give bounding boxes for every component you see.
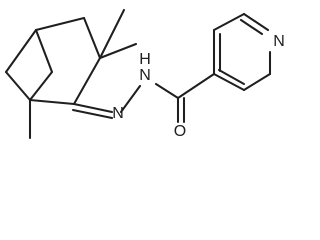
n-n-bond xyxy=(119,84,142,114)
pyridine-bottom-right-bond xyxy=(242,72,272,92)
left-ring-upper-bond xyxy=(4,28,38,74)
atom-labels: N N H O N xyxy=(112,33,285,140)
pyridine-top-right-inner-bond xyxy=(239,18,264,36)
molecule-drawing: N N H O N xyxy=(4,8,285,140)
bridge-top-right-bond xyxy=(82,16,102,60)
pyridine-n-label: N xyxy=(273,33,285,50)
pyridine-bottom-left-bond xyxy=(212,72,246,92)
carbonyl-o-label: O xyxy=(174,123,186,140)
hydrazone-bond-b xyxy=(71,108,114,120)
bottom-ring-bond xyxy=(28,98,76,106)
right-ring-bond xyxy=(72,56,102,106)
bridge-center-upper-bond xyxy=(34,28,54,74)
bridge-top-left-bond xyxy=(34,16,86,32)
bridge-center-lower-bond xyxy=(28,70,54,102)
pyridine-top-left-bond xyxy=(212,12,246,32)
aryl-link-bond xyxy=(176,72,216,100)
top-methyl-bond xyxy=(98,8,126,60)
pyridine-bottom-left-inner-bond xyxy=(217,68,246,86)
amide-h-label: H xyxy=(139,51,151,68)
amide-n-label: N xyxy=(139,67,151,84)
right-methyl-bond xyxy=(98,42,138,60)
left-ring-lower-bond xyxy=(4,70,32,102)
chemical-structure-diagram: N N H O N xyxy=(4,8,285,141)
amide-n-c-bond xyxy=(154,82,180,100)
hydrazone-n-label: N xyxy=(112,105,124,122)
pyridine-top-right-bond xyxy=(242,12,270,32)
bond-network xyxy=(4,8,272,140)
hydrazone-bond-a xyxy=(72,102,114,114)
